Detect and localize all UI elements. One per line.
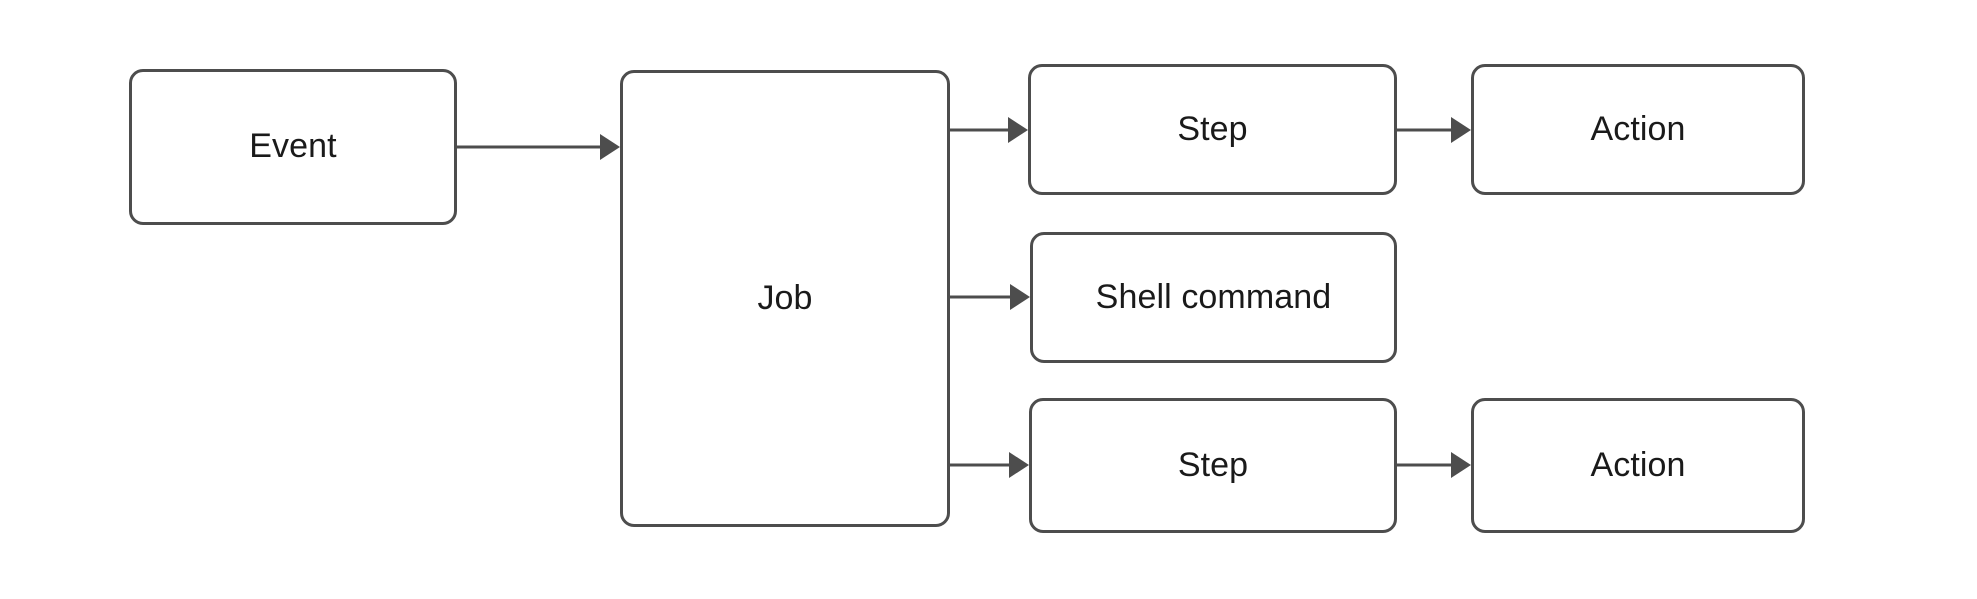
edge-step-top-to-action-top [1397, 117, 1471, 143]
edge-event-to-job [457, 134, 620, 160]
edge-job-to-step-bottom [950, 452, 1029, 478]
node-event[interactable]: Event [129, 69, 457, 225]
node-action-bottom[interactable]: Action [1471, 398, 1805, 533]
node-shell-command[interactable]: Shell command [1030, 232, 1397, 363]
node-event-label: Event [249, 127, 337, 166]
node-step-bottom-label: Step [1177, 445, 1249, 484]
node-action-top-label: Action [1590, 109, 1686, 148]
edge-step-bottom-to-action-bottom [1397, 452, 1471, 478]
node-action-top[interactable]: Action [1471, 64, 1805, 195]
node-step-top[interactable]: Step [1028, 64, 1397, 195]
edge-job-to-step-top [950, 117, 1028, 143]
node-step-top-label: Step [1177, 109, 1248, 148]
node-job[interactable]: Job [620, 70, 950, 527]
node-shell-command-label: Shell command [1095, 277, 1332, 316]
node-step-bottom[interactable]: Step [1029, 398, 1397, 533]
node-job-label: Job [757, 278, 813, 317]
edge-job-to-shell-command [950, 284, 1030, 310]
node-action-bottom-label: Action [1590, 445, 1686, 484]
